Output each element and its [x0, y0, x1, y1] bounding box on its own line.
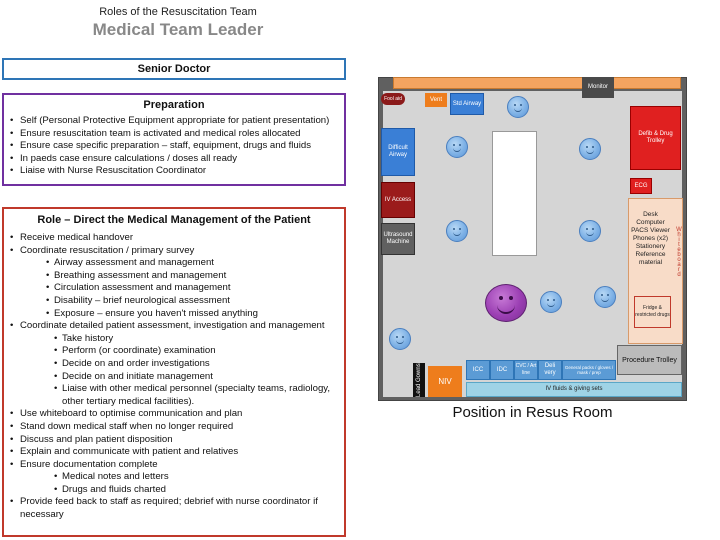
whiteboard: Whiteboard	[676, 227, 682, 277]
documentation-list: Medical notes and letters Drugs and flui…	[20, 471, 340, 496]
list-item: Circulation assessment and management	[44, 282, 340, 295]
role-list: Receive medical handover Coordinate resu…	[8, 232, 340, 522]
bed	[492, 131, 537, 256]
senior-doctor-box: Senior Doctor	[2, 58, 346, 80]
list-item: Take history	[52, 333, 340, 346]
std-airway: Std Airway	[450, 93, 484, 115]
list-item: Drugs and fluids charted	[52, 484, 340, 497]
list-item: In paeds case ensure calculations / dose…	[8, 153, 340, 166]
role-heading: Role – Direct the Medical Management of …	[37, 214, 311, 226]
ultrasound-machine: Ultrasound Machine	[381, 223, 415, 255]
list-item-text: Coordinate detailed patient assessment, …	[20, 320, 325, 332]
list-item: Perform (or coordinate) examination	[52, 345, 340, 358]
list-item: Decide on and initiate management	[52, 371, 340, 384]
iv-fluids-giving-sets: IV fluids & giving sets	[466, 382, 682, 397]
general-packs: General packs / gloves / mask / prep	[562, 360, 616, 380]
list-item: Stand down medical staff when no longer …	[8, 421, 340, 434]
detailed-assessment-list: Take history Perform (or coordinate) exa…	[20, 333, 340, 409]
team-member-icon	[507, 96, 529, 118]
list-item: Ensure case specific preparation – staff…	[8, 140, 340, 153]
top-bench	[393, 77, 681, 89]
fridge-restricted-drugs: Fridge & restricted drugs	[634, 296, 671, 328]
page-title: Medical Team Leader	[92, 20, 264, 39]
ecg: ECG	[630, 178, 652, 194]
team-member-icon	[389, 328, 411, 350]
preparation-list: Self (Personal Protective Equipment appr…	[8, 115, 340, 178]
list-item: Medical notes and letters	[52, 471, 340, 484]
list-item: Ensure resuscitation team is activated a…	[8, 128, 340, 141]
monitor: Monitor	[582, 77, 614, 98]
team-leader-icon	[485, 284, 527, 322]
preparation-heading: Preparation	[143, 99, 205, 111]
list-item: Disability – brief neurological assessme…	[44, 295, 340, 308]
primary-survey-list: Airway assessment and management Breathi…	[20, 257, 340, 320]
list-item: Use whiteboard to optimise communication…	[8, 408, 340, 421]
iv-access: IV Access	[381, 182, 415, 218]
preparation-box: Preparation Self (Personal Protective Eq…	[2, 93, 346, 186]
list-item: Provide feed back to staff as required; …	[8, 496, 340, 521]
role-box: Role – Direct the Medical Management of …	[2, 207, 346, 537]
list-item: Coordinate detailed patient assessment, …	[8, 320, 340, 408]
list-item: Self (Personal Protective Equipment appr…	[8, 115, 340, 128]
list-item-text: Ensure documentation complete	[20, 458, 158, 470]
list-item: Exposure – ensure you haven't missed any…	[44, 308, 340, 321]
list-item: Liaise with Nurse Resuscitation Coordina…	[8, 165, 340, 178]
team-member-icon	[446, 136, 468, 158]
defib-drug-trolley: Defib & Drug Trolley	[630, 106, 681, 170]
team-member-icon	[446, 220, 468, 242]
list-item: Explain and communicate with patient and…	[8, 446, 340, 459]
team-member-icon	[594, 286, 616, 308]
desk: Desk Computer PACS Viewer Phones (x2) St…	[628, 198, 683, 344]
icc: ICC	[466, 360, 490, 380]
team-member-icon	[540, 291, 562, 313]
list-item: Airway assessment and management	[44, 257, 340, 270]
lead-gowns: Lead Gowns	[413, 363, 425, 397]
list-item: Decide on and order investigations	[52, 358, 340, 371]
list-item-text: Coordinate resuscitation / primary surve…	[20, 244, 195, 256]
list-item: Ensure documentation complete Medical no…	[8, 459, 340, 497]
team-member-icon	[579, 220, 601, 242]
procedure-trolley: Procedure Trolley	[617, 345, 682, 375]
delivery: Deli very	[538, 360, 562, 380]
list-item: Coordinate resuscitation / primary surve…	[8, 245, 340, 321]
difficult-airway: Difficult Airway	[381, 128, 415, 176]
list-item: Breathing assessment and management	[44, 270, 340, 283]
idc: IDC	[490, 360, 514, 380]
vent: Vent	[425, 93, 447, 107]
room-caption: Position in Resus Room	[452, 404, 613, 421]
senior-doctor-label: Senior Doctor	[137, 63, 211, 75]
list-item: Liaise with other medical personnel (spe…	[52, 383, 340, 408]
subtitle: Roles of the Resuscitation Team	[99, 6, 257, 18]
cvc-art-line: CVC / Art line	[514, 360, 538, 380]
fool-aid: Fool aid	[381, 93, 405, 105]
list-item: Receive medical handover	[8, 232, 340, 245]
niv: NIV	[428, 366, 462, 397]
list-item: Discuss and plan patient disposition	[8, 434, 340, 447]
team-member-icon	[579, 138, 601, 160]
